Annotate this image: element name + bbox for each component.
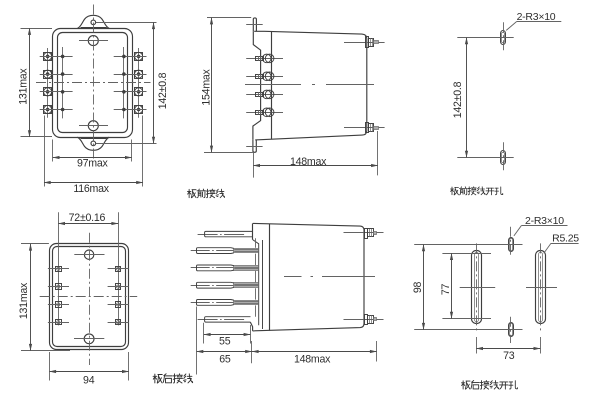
svg-text:R5.25: R5.25 [552, 232, 579, 244]
svg-text:142±0.8: 142±0.8 [452, 81, 464, 118]
svg-text:148max: 148max [290, 156, 327, 168]
svg-text:2-R3×10: 2-R3×10 [517, 11, 556, 23]
svg-text:72±0.16: 72±0.16 [69, 212, 106, 224]
svg-text:131max: 131max [17, 68, 29, 105]
svg-text:116max: 116max [73, 183, 109, 195]
svg-text:97max: 97max [77, 157, 108, 169]
svg-text:77: 77 [440, 284, 452, 296]
svg-text:131max: 131max [18, 282, 30, 319]
svg-text:148max: 148max [294, 354, 331, 366]
svg-text:2-R3×10: 2-R3×10 [525, 215, 564, 227]
svg-text:94: 94 [83, 375, 95, 387]
svg-text:142±0.8: 142±0.8 [157, 72, 169, 109]
svg-text:98: 98 [412, 282, 424, 294]
svg-text:65: 65 [219, 354, 231, 366]
svg-text:73: 73 [503, 350, 515, 362]
svg-text:55: 55 [219, 336, 231, 348]
svg-text:154max: 154max [200, 68, 212, 105]
